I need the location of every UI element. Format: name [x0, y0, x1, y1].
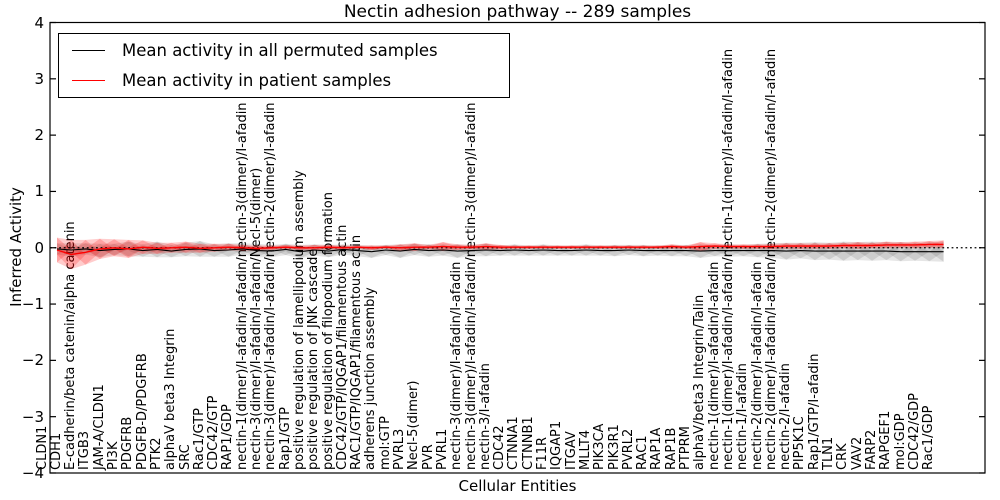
y-tick-label: 2 — [34, 126, 44, 145]
x-tick-label: PTPRM — [678, 426, 693, 470]
x-tick-label: Necl-5(dimer) — [406, 380, 422, 470]
x-tick-label: positive regulation of JNK cascade — [306, 248, 322, 470]
x-tick-label: F11R — [535, 436, 550, 470]
x-tick-label: nectin-2/I-afadin — [778, 363, 794, 470]
x-tick-label: RAC1 — [635, 435, 651, 470]
x-tick-label: RAP1A — [649, 427, 665, 470]
x-tick-label: nectin-1(dimer)/I-afadin/I-afadin/nectin… — [234, 102, 250, 470]
x-tick-label: RAP1/GDP — [220, 404, 236, 470]
x-tick-label: ITGB3 — [77, 430, 93, 470]
x-tick-label: IQGAP1 — [549, 420, 565, 470]
x-tick-label: alphaV/beta3 Integrin/Talin — [692, 294, 708, 470]
y-tick-label: 0 — [34, 238, 44, 257]
x-tick-label: CDC42/GDP — [906, 392, 922, 470]
x-tick-label: RAC1/GTP/IQGAP1/filamentous actin — [349, 234, 365, 470]
x-tick-label: Rap1/GTP/I-afadin — [806, 353, 822, 470]
x-tick-label: PVRL1 — [434, 428, 450, 470]
x-tick-label: CDC42/GTP — [206, 395, 222, 470]
x-tick-label: Rap1/GTP — [277, 406, 293, 470]
x-tick-label: nectin-1(dimer)/I-afadin/I-afadin/nectin… — [720, 48, 736, 470]
x-tick-label: alphaV beta3 Integrin — [163, 328, 179, 470]
x-tick-label: CDH1 — [48, 432, 64, 470]
x-tick-label: nectin-2(dimer)/I-afadin/I-afadin — [749, 261, 765, 470]
y-tick-label: −1 — [21, 295, 44, 314]
legend-entry-permuted: Mean activity in all permuted samples — [72, 41, 509, 60]
y-tick-label: −4 — [21, 463, 44, 482]
x-tick-label: PI3K — [106, 441, 121, 470]
legend-label: Mean activity in all permuted samples — [122, 41, 438, 61]
x-tick-label: ITGAV — [563, 431, 579, 470]
x-tick-label: PTK2 — [148, 437, 164, 470]
y-tick-label: −3 — [21, 407, 44, 426]
x-tick-label: mol:GTP — [377, 416, 393, 470]
x-tick-label: PDGFRB — [120, 416, 136, 470]
x-tick-label: nectin-2(dimer)/I-afadin/I-afadin/nectin… — [763, 48, 779, 470]
x-tick-label: positive regulation of lamellipodium ass… — [291, 170, 307, 470]
x-tick-label: FARP2 — [863, 429, 879, 470]
x-tick-label: nectin-3(dimer)/I-afadin/I-afadin/Necl-5… — [249, 167, 264, 470]
red-line-sample-icon — [72, 79, 105, 81]
x-tick-label: PVRL2 — [620, 428, 636, 470]
x-tick-label: RAP1B — [663, 427, 679, 470]
x-tick-label: TLN1 — [821, 436, 836, 470]
legend-entry-patient: Mean activity in patient samples — [72, 71, 509, 90]
chart-title: Nectin adhesion pathway -- 289 samples — [343, 2, 692, 22]
x-tick-label: nectin-3(dimer)/I-afadin/I-afadin/nectin… — [463, 102, 479, 470]
x-tick-label: MLLT4 — [577, 429, 593, 470]
x-tick-label: CDC42 — [492, 425, 508, 470]
x-tick-label: nectin-1(dimer)/I-afadin/I-afadin — [706, 261, 722, 470]
x-tick-label: CTNNB1 — [520, 416, 536, 470]
x-tick-label: PIK3R1 — [606, 424, 622, 470]
x-tick-label: adherens junction assembly — [363, 287, 379, 470]
x-tick-label: PDGFB-D/PDGFRB — [134, 353, 150, 470]
x-tick-label: RAPGEF1 — [878, 410, 894, 470]
y-tick-label: 4 — [34, 13, 44, 32]
x-tick-label: Rac1/GTP — [191, 408, 207, 470]
x-axis-label: Cellular Entities — [458, 477, 577, 495]
y-tick-label: 1 — [34, 182, 44, 201]
x-tick-label: PVRL3 — [392, 428, 407, 470]
x-tick-label: PVR — [420, 444, 436, 470]
y-tick-label: −2 — [21, 351, 44, 370]
x-tick-label: positive regulation of filopodium format… — [320, 192, 336, 470]
x-tick-label: nectin-1/I-afadin — [735, 363, 751, 470]
x-tick-label: CTNNA1 — [506, 416, 522, 470]
x-tick-label: CLDN1 — [34, 425, 50, 470]
x-tick-label: nectin-3/I-afadin — [477, 363, 493, 470]
x-tick-label: SRC — [177, 444, 193, 470]
y-tick-label: 3 — [34, 69, 44, 88]
x-tick-label: VAV2 — [849, 436, 865, 470]
x-tick-label: mol:GDP — [892, 413, 908, 470]
x-tick-label: PIK3CA — [592, 423, 608, 470]
legend-label: Mean activity in patient samples — [122, 70, 392, 90]
x-tick-label: nectin-3(dimer)/I-afadin/I-afadin/nectin… — [263, 102, 279, 470]
black-line-sample-icon — [72, 50, 105, 52]
legend: Mean activity in all permuted samples Me… — [58, 33, 510, 98]
x-tick-label: Rac1/GDP — [921, 405, 937, 470]
x-tick-label: E-cadherin/beta catenin/alpha catenin — [63, 221, 79, 470]
x-tick-label: CDC42/GTP/IQGAP1/filamentous actin — [334, 224, 350, 470]
x-tick-label: nectin-3(dimer)/I-afadin/I-afadin — [449, 261, 465, 470]
x-tick-label: JAM-A/CLDN1 — [91, 384, 107, 470]
x-tick-label: PIP5K1C — [792, 416, 808, 470]
x-tick-label: CRK — [835, 443, 851, 470]
